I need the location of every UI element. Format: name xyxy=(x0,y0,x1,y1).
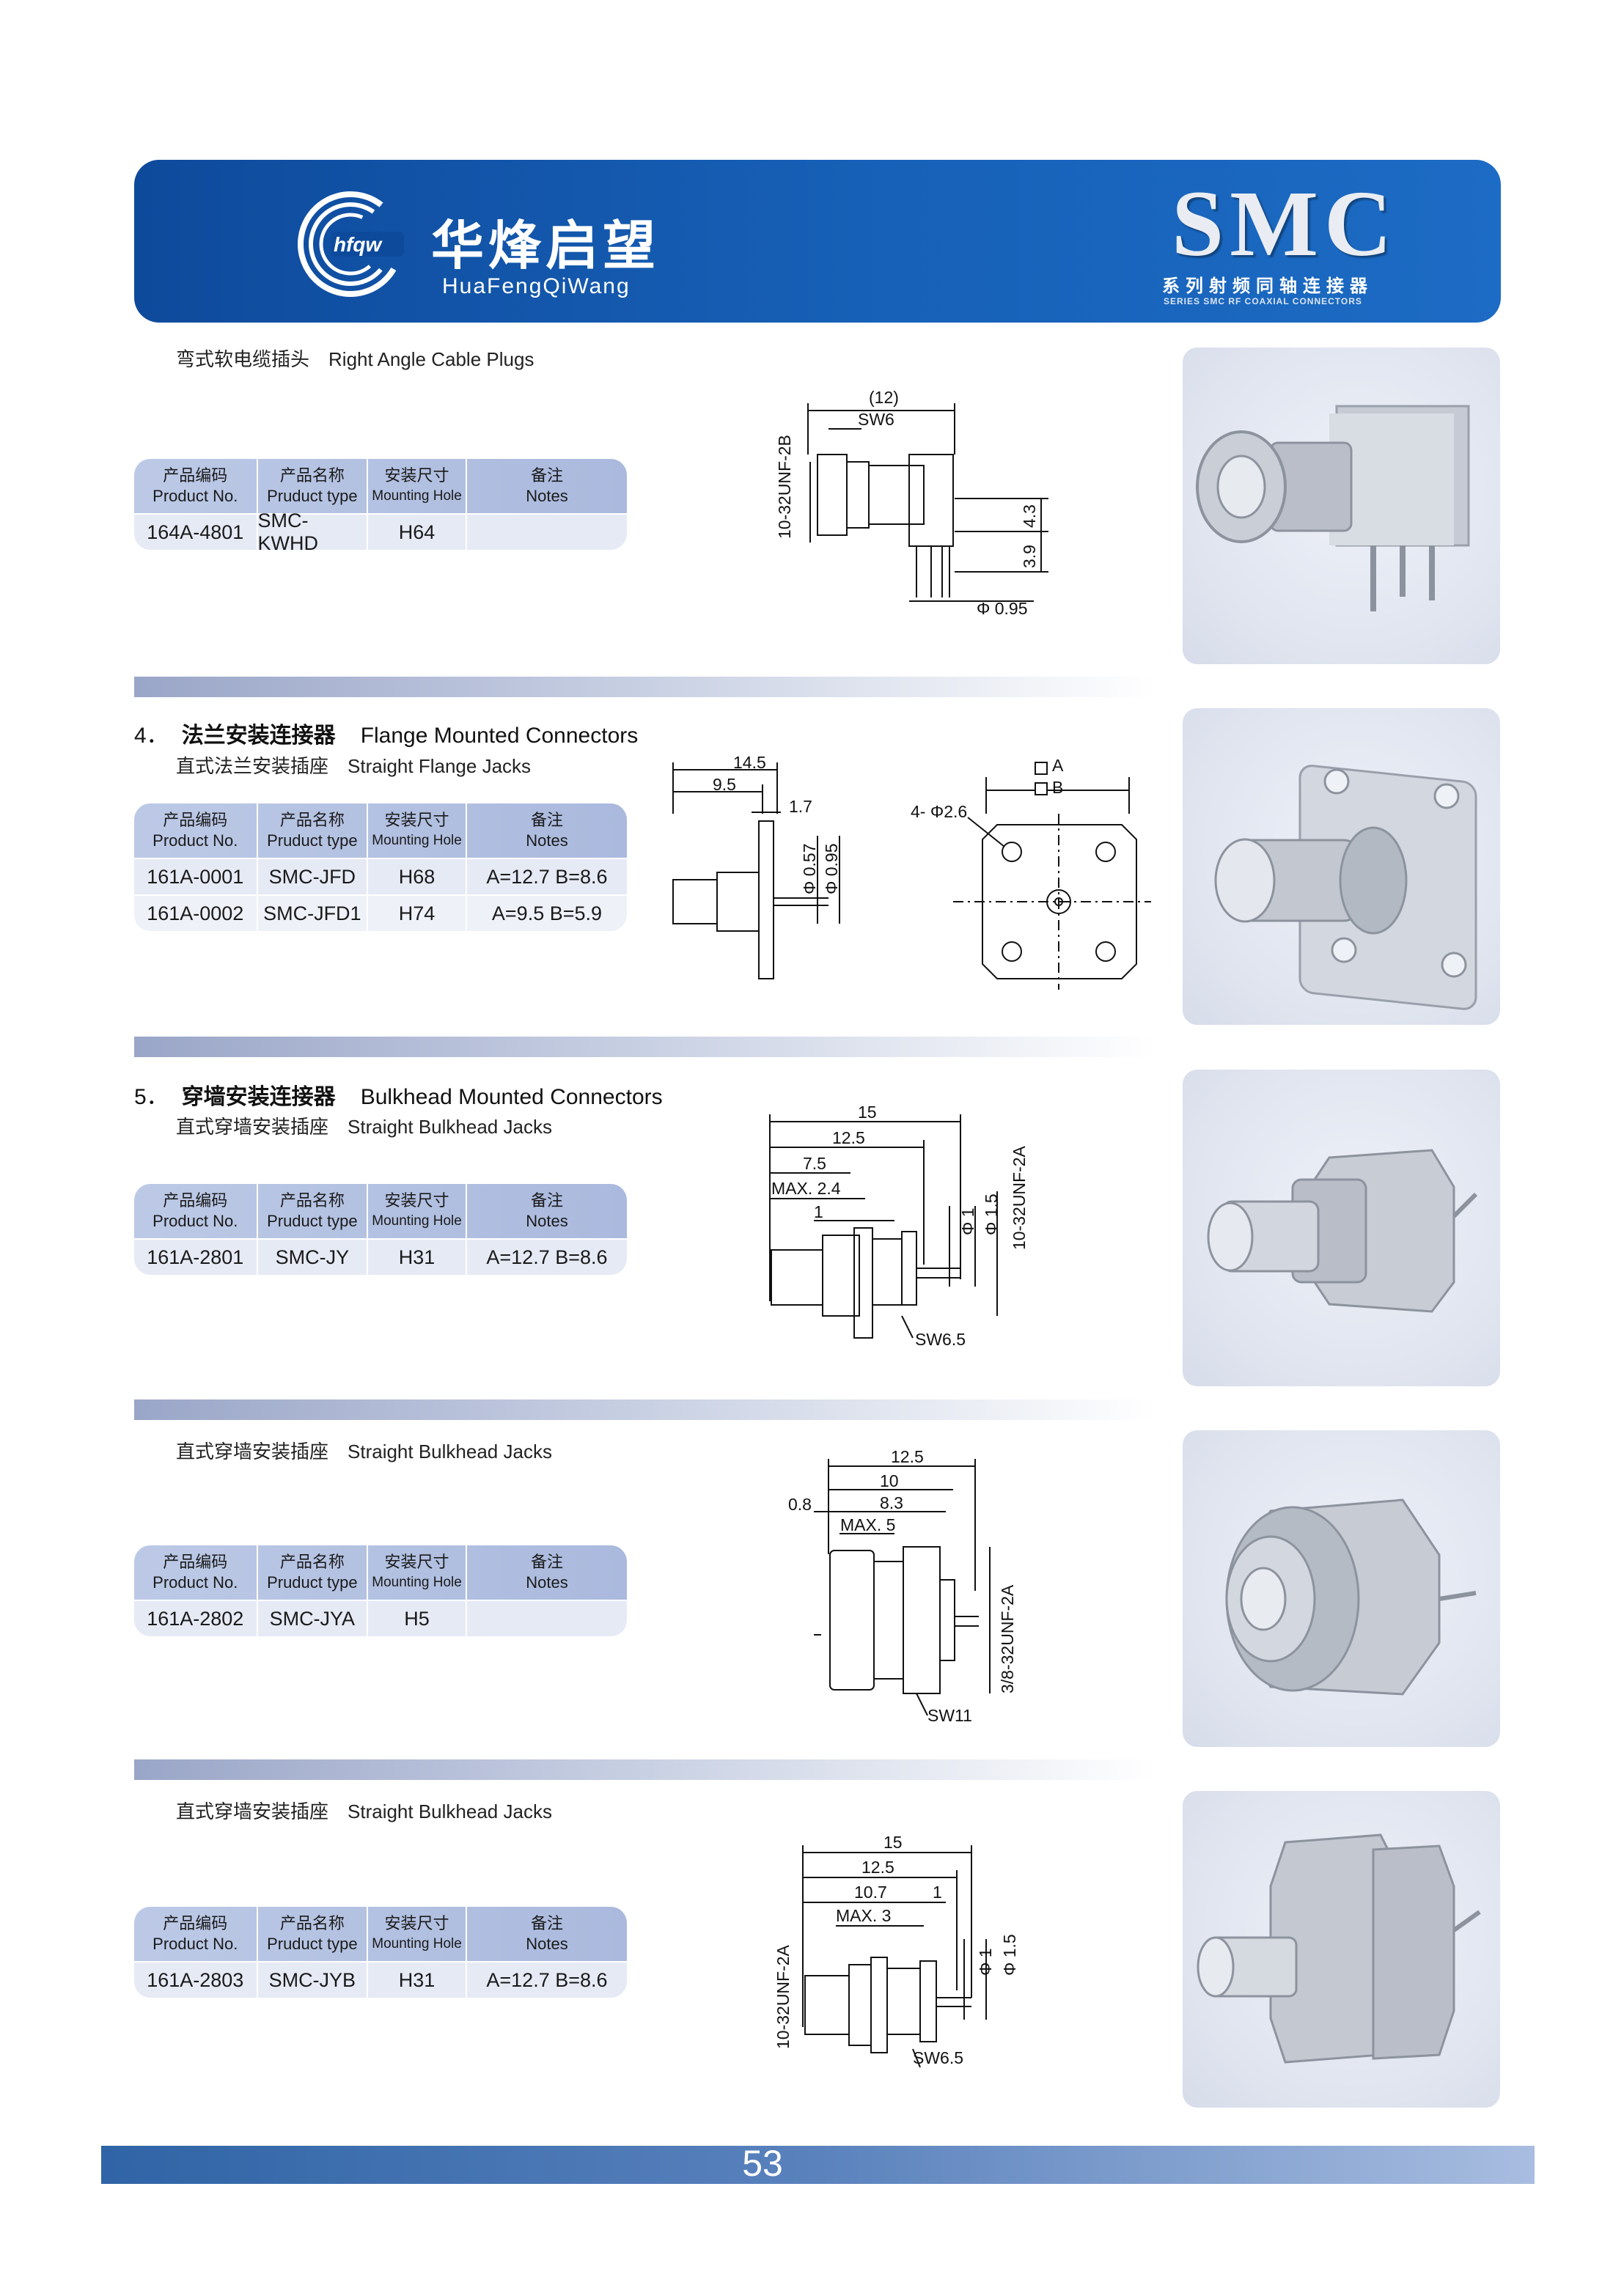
table-row: 161A-2801 SMC-JY H31 A=12.7 B=8.6 xyxy=(134,1238,627,1275)
subtitle-cn: 弯式软电缆插头 xyxy=(176,348,310,370)
heading-cn: 法兰安装连接器 xyxy=(181,724,336,748)
svg-text:Φ 1: Φ 1 xyxy=(976,1948,995,1976)
connector-photo-icon xyxy=(1196,405,1470,611)
section-subtitle: 弯式软电缆插头 Right Angle Cable Plugs xyxy=(176,345,534,372)
dim-label: SW6 xyxy=(858,410,894,429)
section-heading: 4． 法兰安装连接器 Flange Mounted Connectors xyxy=(134,717,638,749)
drawing-flange-front: A B 4- Φ2.6 xyxy=(911,756,1151,990)
svg-text:12.5: 12.5 xyxy=(832,1128,865,1147)
connector-photo-icon xyxy=(1225,1498,1477,1696)
page-header-banner: hfqw 华烽启望 HuaFengQiWang SMC 系列射频同轴连接器 SE… xyxy=(134,160,1501,323)
section-divider xyxy=(134,1037,1157,1057)
svg-text:8.3: 8.3 xyxy=(880,1493,903,1512)
svg-text:12.5: 12.5 xyxy=(891,1447,924,1466)
logo-wordmark: hfqw xyxy=(334,233,382,256)
product-photo xyxy=(1183,708,1500,1025)
svg-text:MAX. 3: MAX. 3 xyxy=(836,1906,891,1925)
svg-text:10-32UNF-2A: 10-32UNF-2A xyxy=(774,1944,793,2049)
svg-text:Φ 0.95: Φ 0.95 xyxy=(822,843,841,894)
table-row: 164A-4801 SMC-KWHD H64 xyxy=(134,510,627,554)
brand-name-cn: 华烽启望 xyxy=(431,215,661,276)
svg-text:14.5: 14.5 xyxy=(733,753,766,772)
svg-text:SW6.5: SW6.5 xyxy=(915,1330,966,1349)
svg-text:Φ 1.5: Φ 1.5 xyxy=(1000,1934,1019,1976)
page-number: 53 xyxy=(742,2143,783,2184)
section-divider xyxy=(134,677,1157,697)
dim-label: Φ 0.95 xyxy=(977,599,1028,618)
series-title: SMC xyxy=(1172,172,1398,276)
drawing-bulkhead-jya: 12.5 10 0.8 8.3 MAX. 5 3/8-32UNF-2A SW11 xyxy=(788,1447,1017,1723)
svg-text:B: B xyxy=(1052,778,1063,797)
table-row: 161A-0001 SMC-JFD H68 A=12.7 B=8.6 xyxy=(134,858,627,894)
table-row: 161A-0002 SMC-JFD1 H74 A=9.5 B=5.9 xyxy=(134,894,627,931)
section-divider xyxy=(134,1399,1157,1420)
svg-text:Φ 1.5: Φ 1.5 xyxy=(982,1193,1001,1235)
svg-text:MAX. 2.4: MAX. 2.4 xyxy=(771,1179,841,1198)
section-number: 4． xyxy=(134,724,169,748)
drawing-bulkhead-jy: 15 12.5 7.5 MAX. 2.4 1 Φ 1 Φ 1.5 10-32UN… xyxy=(769,1103,1029,1349)
svg-text:1.7: 1.7 xyxy=(789,797,812,816)
product-photo xyxy=(1183,1070,1500,1386)
svg-text:15: 15 xyxy=(858,1103,877,1122)
svg-text:1: 1 xyxy=(933,1883,942,1902)
series-subtitle-en: SERIES SMC RF COAXIAL CONNECTORS xyxy=(1164,296,1362,306)
subtitle-en: Right Angle Cable Plugs xyxy=(328,348,534,370)
table-row: 161A-2803 SMC-JYB H31 A=12.7 B=8.6 xyxy=(134,1961,627,1998)
product-photo xyxy=(1183,1791,1500,2108)
svg-text:3/8-32UNF-2A: 3/8-32UNF-2A xyxy=(998,1584,1017,1693)
dim-label: 10-32UNF-2B xyxy=(775,435,794,539)
dim-label: 3.9 xyxy=(1020,545,1039,568)
product-photo xyxy=(1183,1430,1500,1747)
dim-label: (12) xyxy=(869,388,899,407)
svg-text:10-32UNF-2A: 10-32UNF-2A xyxy=(1010,1145,1029,1250)
table-row: 161A-2802 SMC-JYA H5 xyxy=(134,1600,627,1636)
svg-text:0.8: 0.8 xyxy=(788,1495,812,1514)
connector-photo-icon xyxy=(1207,1149,1478,1313)
svg-text:Φ 1: Φ 1 xyxy=(958,1207,977,1235)
drawing-bulkhead-jyb: 15 12.5 10.7 1 MAX. 3 Φ 1 Φ 1.5 10-32UNF… xyxy=(774,1833,1019,2068)
svg-text:MAX. 5: MAX. 5 xyxy=(840,1515,895,1534)
svg-text:10: 10 xyxy=(880,1471,899,1490)
dim-label: 4.3 xyxy=(1020,504,1039,528)
brand-name-en: HuaFengQiWang xyxy=(442,274,631,298)
svg-text:SW6.5: SW6.5 xyxy=(913,2048,963,2067)
connector-photo-icon xyxy=(1214,765,1477,1010)
heading-en: Flange Mounted Connectors xyxy=(360,724,639,748)
svg-text:A: A xyxy=(1052,756,1064,775)
product-photo xyxy=(1183,347,1500,664)
svg-text:Φ 0.57: Φ 0.57 xyxy=(800,843,819,894)
company-logo-icon xyxy=(298,191,404,297)
page-footer-bar xyxy=(101,2146,1535,2184)
svg-text:9.5: 9.5 xyxy=(713,775,736,794)
drawing-right-angle-plug: (12) SW6 10-32UNF-2B 4.3 3.9 Φ 0.95 xyxy=(775,388,1048,618)
svg-text:SW11: SW11 xyxy=(927,1706,972,1723)
svg-text:7.5: 7.5 xyxy=(803,1154,826,1173)
connector-photo-icon xyxy=(1197,1833,1481,2064)
svg-text:10.7: 10.7 xyxy=(854,1883,887,1902)
svg-text:1: 1 xyxy=(814,1202,823,1221)
section-divider xyxy=(134,1759,1157,1780)
svg-text:15: 15 xyxy=(883,1833,903,1852)
drawing-flange-side: 14.5 9.5 1.7 Φ 0.57 Φ 0.95 xyxy=(672,753,841,979)
svg-text:12.5: 12.5 xyxy=(861,1858,894,1877)
series-subtitle-cn: 系列射频同轴连接器 xyxy=(1162,276,1373,296)
svg-text:4- Φ2.6: 4- Φ2.6 xyxy=(911,802,967,821)
